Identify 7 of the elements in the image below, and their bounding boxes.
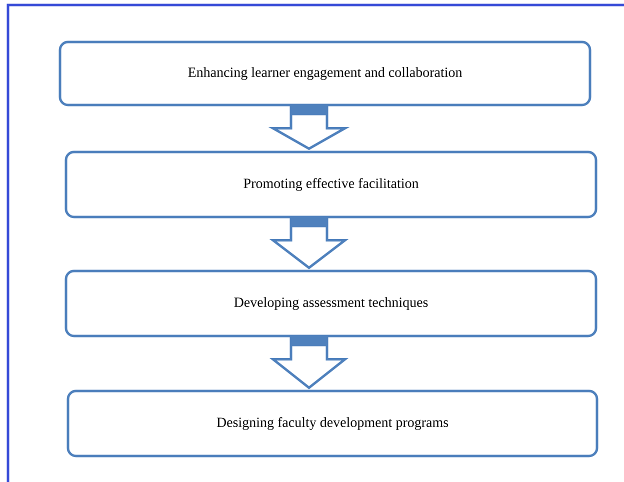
- process-box: Enhancing learner engagement and collaboration: [58, 40, 592, 106]
- block-arrow: [268, 105, 350, 150]
- block-arrow: [269, 336, 349, 390]
- process-box: Developing assessment techniques: [64, 270, 598, 338]
- block-arrow: [269, 217, 349, 270]
- process-box: Designing faculty development programs: [66, 390, 598, 458]
- process-box: Promoting effective facilitation: [64, 150, 598, 218]
